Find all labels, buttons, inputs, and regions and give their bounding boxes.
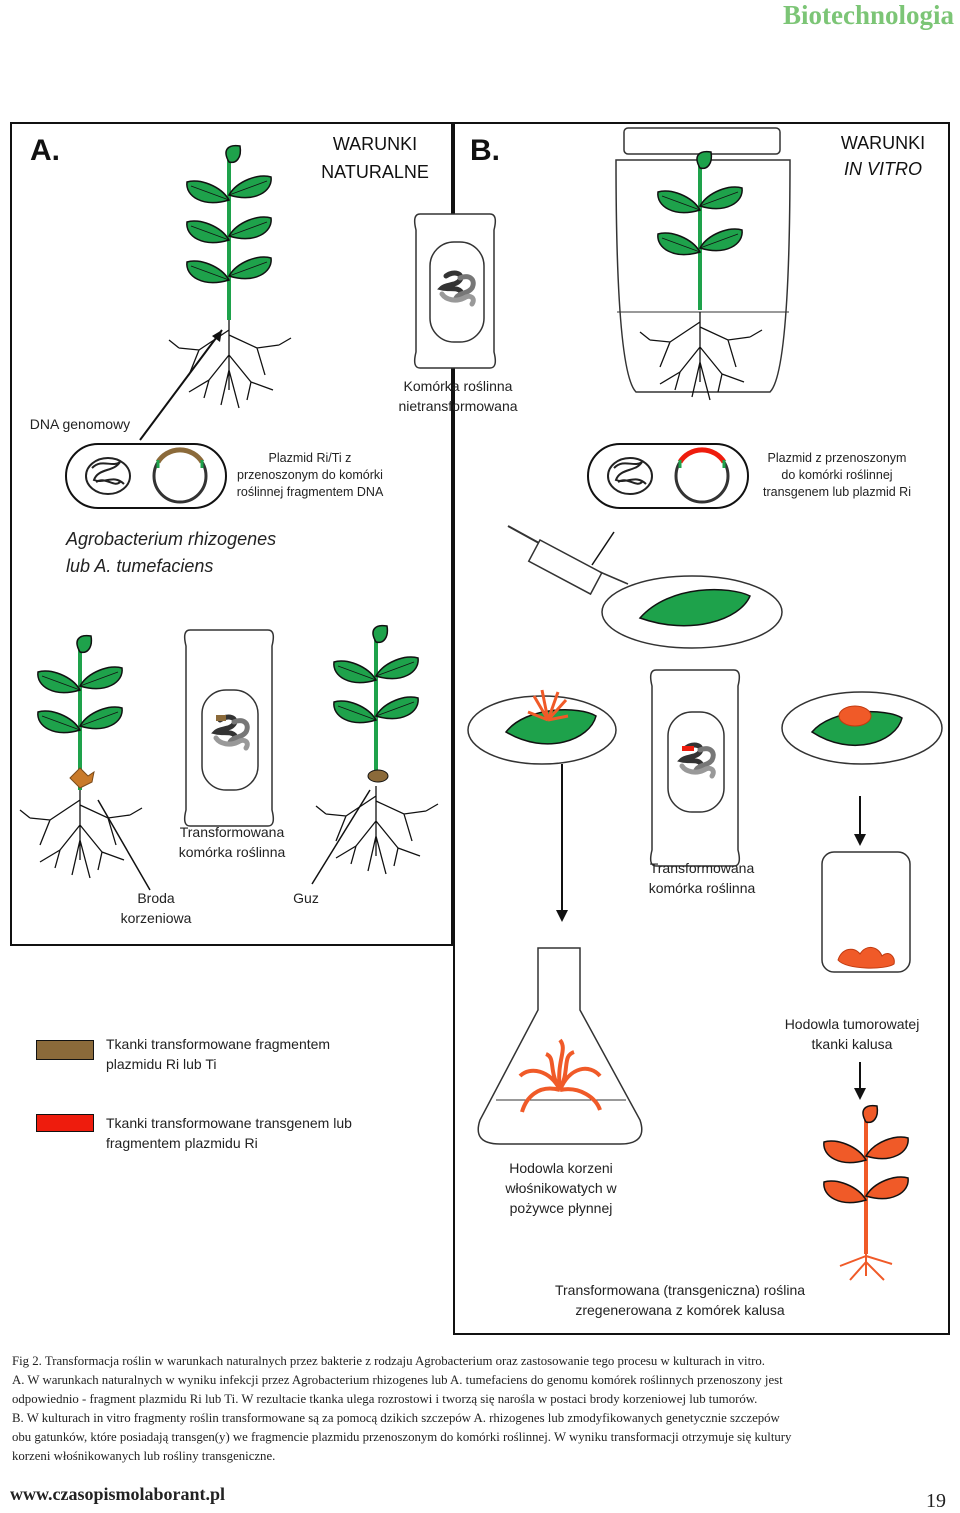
arrow-dna-to-plant <box>139 329 223 441</box>
hairy-root-label: Broda korzeniowa <box>106 888 206 928</box>
plant-cell-nontransformed <box>413 213 497 369</box>
transformed-cell-a-label: Transformowana komórka roślinna <box>162 822 302 862</box>
plasmid-a-line2: przenoszonym do komórki <box>237 468 383 482</box>
plasmid-a-line1: Plazmid Ri/Ti z <box>268 451 352 465</box>
caption-line5: obu gatunków, które posiadają transgen(y… <box>12 1430 792 1444</box>
tumor-culture-line1: Hodowla tumorowatej <box>784 1016 920 1032</box>
plant-cell-transformed-b <box>649 669 741 867</box>
transformed-cell-a-line1: Transformowana <box>179 824 285 840</box>
caption-line6: korzeni włośnikowanych lub rośliny trans… <box>12 1449 276 1463</box>
tumor-culture-label: Hodowla tumorowatej tkanki kalusa <box>770 1014 934 1054</box>
section-header: Biotechnologia <box>782 0 954 30</box>
regenerated-plant-label: Transformowana (transgeniczna) roślina z… <box>540 1280 820 1320</box>
transformed-cell-b-line1: Transformowana <box>649 860 755 876</box>
regenerated-line1: Transformowana (transgeniczna) roślina <box>554 1282 806 1298</box>
plasmid-b-line2: do komórki roślinnej <box>781 468 893 482</box>
hairy-root-culture-line1: Hodowla korzeni <box>509 1160 613 1176</box>
page-number: 19 <box>926 1490 946 1512</box>
transgenic-plant <box>823 1104 909 1281</box>
plasmid-b-line3: transgenem lub plazmid Ri <box>763 485 911 499</box>
legend-brown-line1: Tkanki transformowane fragmentem <box>106 1036 331 1052</box>
caption-line1: Fig 2. Transformacja roślin w warunkach … <box>12 1354 765 1368</box>
erlenmeyer-flask <box>477 947 643 1145</box>
arrow-gall <box>311 789 371 885</box>
culture-jar <box>615 127 791 401</box>
petri-leaf-1 <box>601 575 783 649</box>
regenerated-line2: zregenerowana z komórek kalusa <box>575 1302 785 1318</box>
legend-brown-text: Tkanki transformowane fragmentem plazmid… <box>106 1034 330 1074</box>
legend-red-swatch <box>36 1114 94 1132</box>
dna-genomic-label: DNA genomowy <box>29 416 131 432</box>
footer-url[interactable]: www.czasopismolaborant.pl <box>10 1484 226 1504</box>
arrow-syringe <box>591 531 615 566</box>
caption-line4: B. W kulturach in vitro fragmenty roślin… <box>12 1411 780 1425</box>
callus-jar <box>821 851 911 973</box>
arrow-hairy-root <box>97 799 151 891</box>
hairy-root-culture-label: Hodowla korzeni włośnikowatych w pożywce… <box>496 1158 626 1218</box>
plant-a-top <box>168 144 292 409</box>
panel-b-frame <box>453 122 950 1335</box>
agrobacterium-a <box>65 443 227 509</box>
plasmid-a-line3: roślinnej fragmentem DNA <box>236 485 384 499</box>
panel-a-frame <box>10 122 453 946</box>
legend-brown-swatch <box>36 1040 94 1060</box>
arrows-b <box>556 764 866 1100</box>
panel-b-title-line2: IN VITRO <box>843 159 922 179</box>
transformed-cell-b-line2: komórka roślinna <box>648 880 756 896</box>
cell-label-line2: nietransformowana <box>398 398 518 414</box>
caption-line2: A. W warunkach naturalnych w wyniku infe… <box>12 1373 783 1387</box>
panel-b-title-line1: WARUNKI <box>840 133 926 153</box>
plasmid-a-label: Plazmid Ri/Ti z przenoszonym do komórki … <box>230 450 390 501</box>
transformed-cell-a-line2: komórka roślinna <box>178 844 286 860</box>
hairy-root-culture-line2: włośnikowatych w <box>505 1180 617 1196</box>
transformed-cell-b-label: Transformowana komórka roślinna <box>632 858 772 898</box>
cell-label-line1: Komórka roślinna <box>403 378 513 394</box>
hairy-root-line2: korzeniowa <box>120 910 192 926</box>
plasmid-b-line1: Plazmid z przenoszonym <box>767 451 907 465</box>
legend-red-line1: Tkanki transformowane transgenem lub <box>106 1115 352 1131</box>
plant-cell-transformed-a <box>183 629 275 827</box>
hairy-root-culture-line3: pożywce płynnej <box>509 1200 613 1216</box>
nontransformed-cell-label: Komórka roślinna nietransformowana <box>380 376 536 416</box>
panel-b-letter: B. <box>470 134 500 167</box>
gall-label: Guz <box>293 890 319 906</box>
plant-hairy-root <box>19 634 143 879</box>
agrobacterium-b <box>587 443 749 509</box>
agrobacterium-species-label: Agrobacterium rhizogenes lub A. tumefaci… <box>66 526 276 580</box>
plant-gall <box>315 624 439 875</box>
legend-red-line2: fragmentem plazmidu Ri <box>106 1135 258 1151</box>
legend-brown-line2: plazmidu Ri lub Ti <box>106 1056 217 1072</box>
legend-red-text: Tkanki transformowane transgenem lub fra… <box>106 1113 352 1153</box>
tumor-culture-line2: tkanki kalusa <box>811 1036 893 1052</box>
panel-b-title: WARUNKI IN VITRO <box>828 130 938 182</box>
plasmid-b-label: Plazmid z przenoszonym do komórki roślin… <box>752 450 922 501</box>
petri-hairy-roots <box>467 689 617 765</box>
syringe <box>507 525 629 596</box>
panel-a-title-line1: WARUNKI <box>332 134 418 154</box>
panel-a-title: WARUNKI NATURALNE <box>310 130 440 186</box>
petri-callus <box>781 691 943 765</box>
panel-a-letter: A. <box>30 134 60 167</box>
hairy-root-line1: Broda <box>137 890 175 906</box>
caption-line3: odpowiednio - fragment plazmidu Ri lub T… <box>12 1392 758 1406</box>
agro-line2: lub A. tumefaciens <box>66 556 214 576</box>
figure-caption: Fig 2. Transformacja roślin w warunkach … <box>12 1352 952 1466</box>
agro-line1: Agrobacterium rhizogenes <box>66 529 277 549</box>
panel-a-title-line2: NATURALNE <box>321 162 429 182</box>
